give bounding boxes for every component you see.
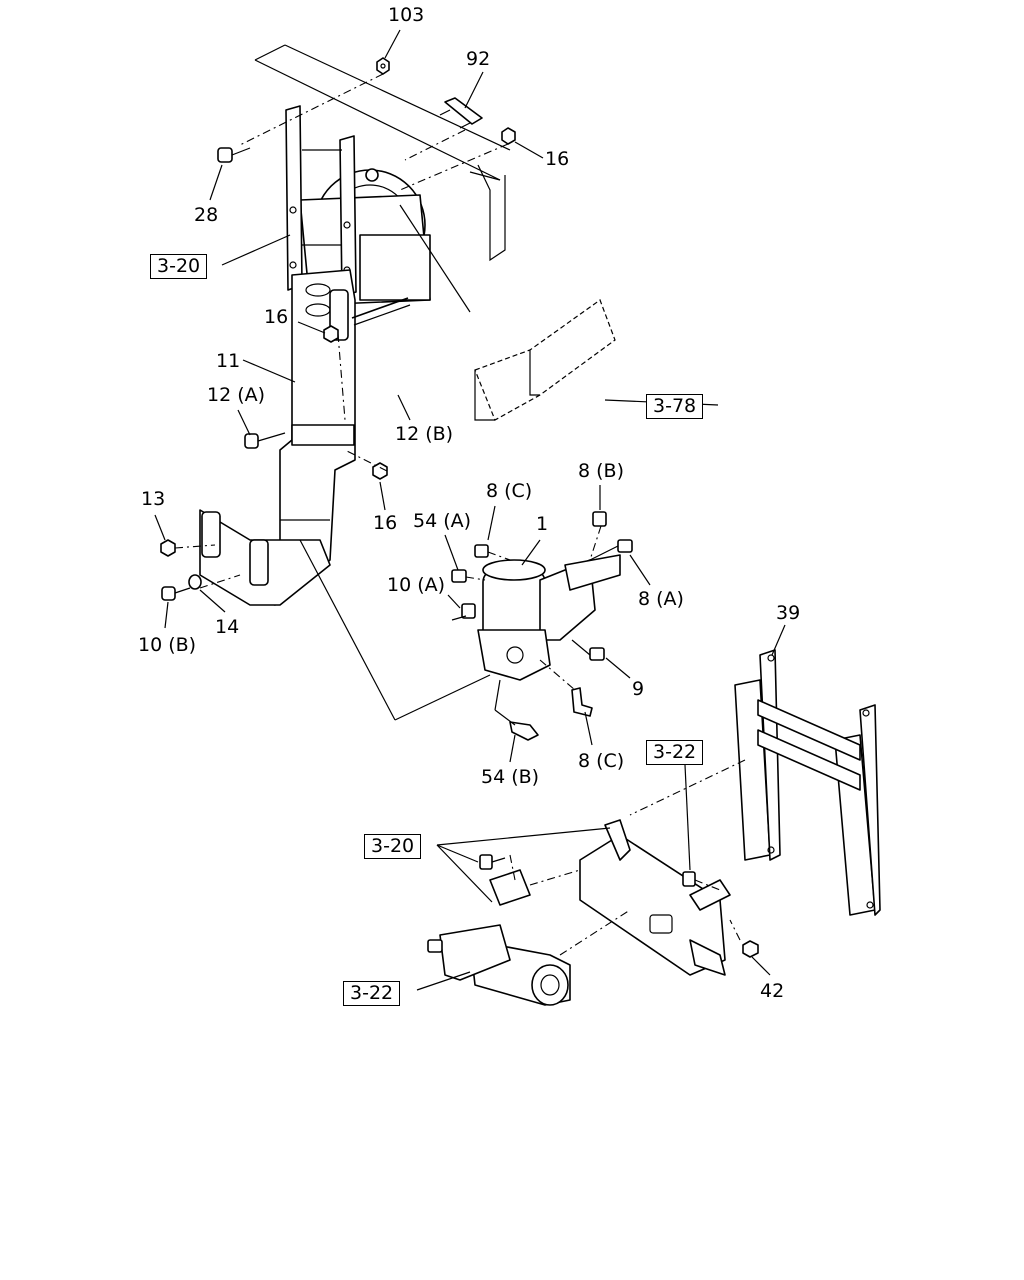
callout-16-top: 16: [545, 148, 570, 170]
callout-13: 13: [141, 488, 166, 510]
callout-42: 42: [760, 980, 785, 1002]
fitting-8b: [592, 511, 607, 527]
battery-box-outline: [474, 299, 616, 421]
callout-8a: 8 (A): [638, 588, 684, 610]
bracket-39: [734, 649, 881, 916]
frame-rail: [254, 44, 511, 262]
bolt-28: [217, 147, 251, 163]
ref-box-3-20-top[interactable]: 3-20: [150, 254, 208, 279]
callout-16-mid-top: 16: [264, 306, 289, 328]
nut-16-mid: [372, 462, 388, 480]
callout-103: 103: [388, 4, 425, 26]
callout-8c-top: 8 (C): [486, 480, 533, 502]
bolt-10a: [451, 603, 476, 621]
air-dryer-assembly-bottom: [427, 924, 571, 1006]
callout-1: 1: [536, 513, 549, 535]
callout-10a: 10 (A): [387, 574, 446, 596]
nut-13: [160, 539, 176, 557]
nut-16-top: [501, 127, 516, 145]
bracket-92: [439, 97, 483, 129]
callout-11: 11: [216, 350, 241, 372]
callout-12b: 12 (B): [395, 423, 454, 445]
ref-box-3-22-bottom[interactable]: 3-22: [343, 981, 401, 1006]
callout-28: 28: [194, 204, 219, 226]
ref-box-3-78[interactable]: 3-78: [646, 394, 704, 419]
callout-54a: 54 (A): [413, 510, 472, 532]
air-dryer-1: [477, 539, 631, 681]
callout-12a: 12 (A): [207, 384, 266, 406]
bolt-10b: [161, 586, 191, 601]
callout-92: 92: [466, 48, 491, 70]
small-bracket: [489, 869, 531, 906]
ref-box-3-22-top[interactable]: 3-22: [646, 740, 704, 765]
washer-14: [188, 574, 202, 590]
nut-42: [742, 940, 759, 958]
nut-103: [376, 57, 390, 75]
bolt-322-top: [682, 871, 696, 887]
callout-8b: 8 (B): [578, 460, 624, 482]
fitting-54a: [451, 569, 467, 583]
callout-14: 14: [215, 616, 240, 638]
bracket-11: [199, 269, 356, 606]
fitting-8a: [617, 539, 633, 553]
callout-39: 39: [776, 602, 801, 624]
stud-12b: [351, 297, 411, 326]
fitting-8c-top: [474, 544, 489, 558]
callout-8c-bottom: 8 (C): [578, 750, 625, 772]
fitting-9: [589, 647, 605, 661]
callout-54b: 54 (B): [481, 766, 540, 788]
spring-hanger-assembly: [285, 105, 431, 306]
callout-16-mid: 16: [373, 512, 398, 534]
bolt-12a: [244, 432, 286, 449]
fitting-54b: [509, 721, 539, 741]
callout-9: 9: [632, 678, 645, 700]
mounting-bracket: [579, 819, 731, 976]
callout-10b: 10 (B): [138, 634, 197, 656]
ref-box-3-20-bottom[interactable]: 3-20: [364, 834, 422, 859]
fitting-8c-bottom: [571, 687, 593, 717]
bolt-320-bottom: [479, 854, 506, 870]
nut-16-mid-top: [323, 325, 339, 343]
